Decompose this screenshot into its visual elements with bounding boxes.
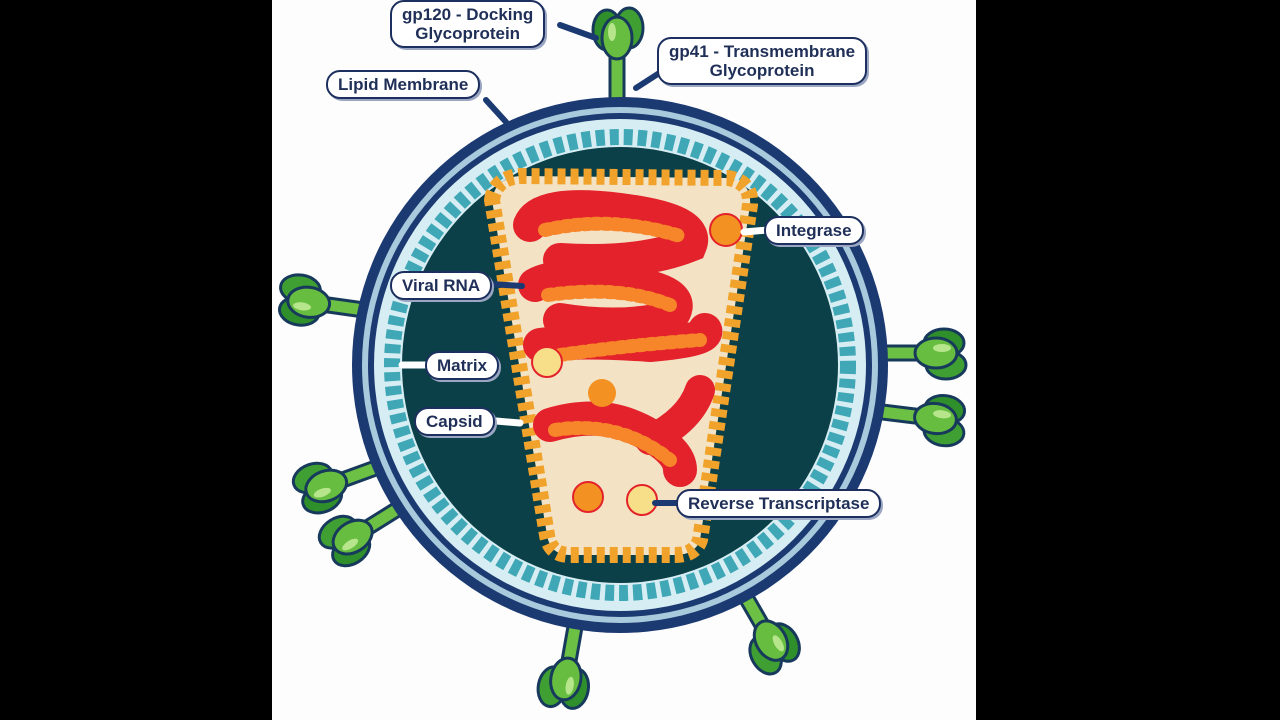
label-matrix: Matrix bbox=[425, 351, 500, 380]
viral-rna bbox=[513, 190, 723, 487]
integrase-enzyme bbox=[709, 213, 743, 247]
label-reverse-transcriptase: Reverse Transcriptase bbox=[676, 489, 882, 518]
label-gp120: gp120 - Docking Glycoprotein bbox=[390, 0, 546, 48]
label-lipid-membrane: Lipid Membrane bbox=[326, 70, 481, 99]
label-capsid: Capsid bbox=[414, 407, 495, 436]
label-integrase: Integrase bbox=[764, 216, 864, 245]
pointer-arrows bbox=[398, 22, 772, 506]
label-viral-rna: Viral RNA bbox=[390, 271, 493, 300]
label-gp41: gp41 - Transmembrane Glycoprotein bbox=[657, 37, 868, 85]
reverse-transcriptase-enzyme bbox=[626, 484, 658, 516]
enzyme-particles bbox=[531, 346, 616, 513]
